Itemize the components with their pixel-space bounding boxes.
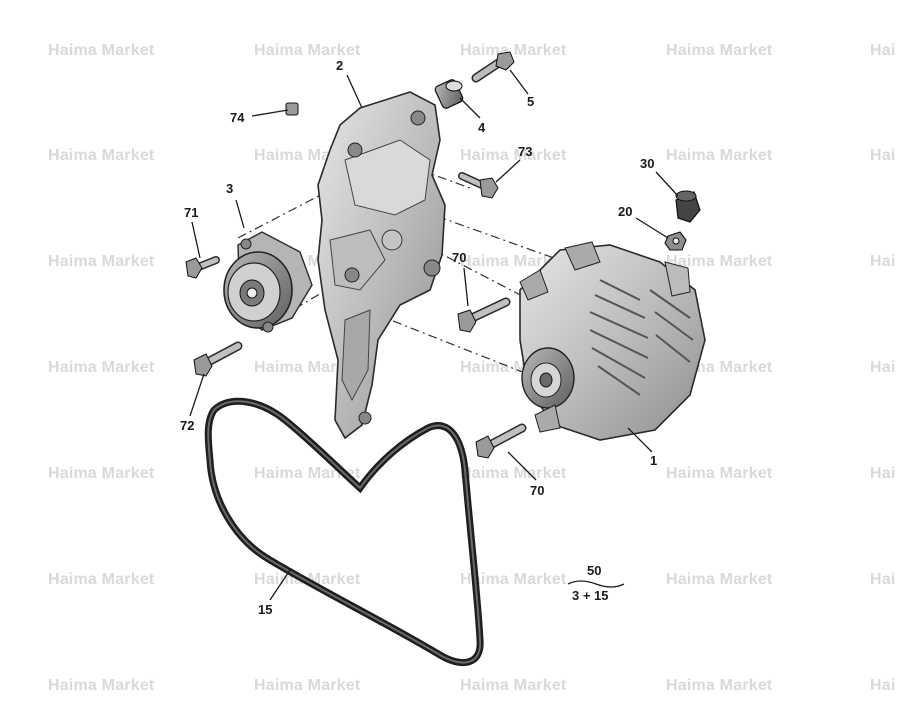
bolt-73[interactable] — [458, 172, 499, 199]
watermark-text: Haima Market — [460, 465, 567, 482]
watermark-text: Haima Market — [48, 571, 155, 588]
watermark-text: Haima Market — [666, 677, 773, 694]
terminal-nut[interactable] — [664, 231, 687, 251]
bolt-5[interactable] — [471, 51, 515, 83]
stud-74[interactable] — [285, 102, 299, 116]
watermark-text: Haima Market — [48, 465, 155, 482]
watermark-text: Haima Market — [460, 42, 567, 59]
watermark-text: Haima Market — [254, 677, 361, 694]
callout-15: 15 — [258, 602, 272, 617]
watermark-text: Haima Market — [666, 253, 773, 270]
spacer-sleeve[interactable] — [434, 78, 464, 109]
watermark-text: Haima Market — [666, 571, 773, 588]
callout-labels: 2 4 5 74 73 3 71 30 20 70 72 70 1 15 — [180, 58, 657, 617]
watermark-text-partial: Hai — [870, 147, 896, 164]
watermark-text: Haima Market — [460, 677, 567, 694]
watermark-text: Haima Market — [460, 571, 567, 588]
bolt-70-lower[interactable] — [475, 423, 527, 459]
callout-2: 2 — [336, 58, 343, 73]
watermark-text: Haima Market — [48, 42, 155, 59]
watermark-text: Haima Market — [48, 253, 155, 270]
callout-20: 20 — [618, 204, 632, 219]
watermark-text: Haima Market — [254, 42, 361, 59]
watermark-text: Haima Market — [666, 147, 773, 164]
kit-number: 50 — [587, 563, 601, 578]
callout-3: 3 — [226, 181, 233, 196]
mounting-bracket[interactable] — [317, 91, 446, 440]
watermark-text: Haima Market — [48, 359, 155, 376]
watermark-text-partial: Hai — [870, 465, 896, 482]
watermark-text: Haima Market — [254, 359, 361, 376]
kit-label: 50 3 + 15 — [567, 563, 625, 603]
callout-1: 1 — [650, 453, 657, 468]
watermark-text-partial: Hai — [870, 677, 896, 694]
watermark-text: Haima Market — [48, 677, 155, 694]
tensioner-pulley[interactable] — [223, 231, 313, 333]
bolt-70-upper[interactable] — [457, 297, 511, 333]
watermark-text-partial: Hai — [870, 571, 896, 588]
callout-71: 71 — [184, 205, 198, 220]
bolt-71[interactable] — [185, 256, 220, 279]
watermark-text: Haima Market — [460, 147, 567, 164]
watermark-text: Haima Market — [48, 147, 155, 164]
alternator[interactable] — [519, 241, 706, 441]
drive-belt[interactable] — [204, 397, 484, 666]
watermark-text-partial: Hai — [870, 42, 896, 59]
watermark-text: Haima Market — [666, 42, 773, 59]
callout-72: 72 — [180, 418, 194, 433]
watermark-text-partial: Hai — [870, 359, 896, 376]
callout-70-upper: 70 — [452, 250, 466, 265]
watermark-text: Haima Market — [666, 465, 773, 482]
callout-74: 74 — [230, 110, 245, 125]
kit-contents: 3 + 15 — [572, 588, 609, 603]
watermark-text: Haima Market — [254, 465, 361, 482]
watermark-text: Haima Market — [460, 253, 567, 270]
watermark-text-partial: Hai — [870, 253, 896, 270]
callout-73: 73 — [518, 144, 532, 159]
bolt-72[interactable] — [193, 341, 243, 377]
callout-5: 5 — [527, 94, 534, 109]
terminal-cap[interactable] — [675, 190, 701, 223]
callout-4: 4 — [478, 120, 486, 135]
callout-30: 30 — [640, 156, 654, 171]
leader-lines — [189, 69, 679, 601]
callout-70-lower: 70 — [530, 483, 544, 498]
